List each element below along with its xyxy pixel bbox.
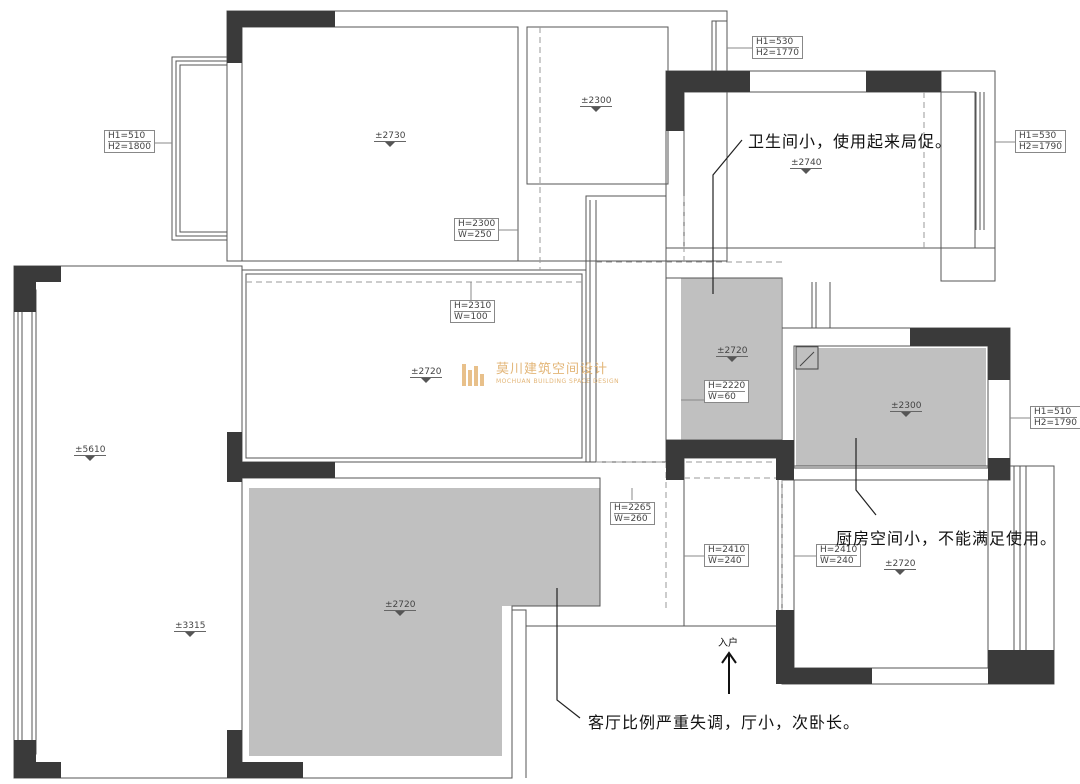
leader-lines [556,139,877,719]
watermark-logo [462,364,484,386]
wall-lines [13,10,1055,779]
elevation-living: ±2720 [384,600,417,616]
kitchen-highlight [796,348,986,466]
highlighted-areas [249,278,986,756]
elevation-bathroom: ±2720 [716,346,749,362]
elevation-middle-room: ±2720 [410,367,443,383]
elevation-room-small-top: ±2300 [580,96,613,112]
note-bathroom: 卫生间小，使用起来局促。 [748,132,953,151]
watermark: 莫川建筑空间设计 MOCHUAN BUILDING SPACE DESIGN [460,362,619,386]
dashed-lines [246,27,925,612]
watermark-sub: MOCHUAN BUILDING SPACE DESIGN [496,378,620,385]
tag-leaders [152,47,1030,557]
entry-label: 入户 [718,638,738,649]
kitchen-fixture [795,346,819,370]
elevation-left-long-lower: ±3315 [174,621,207,637]
note-kitchen: 厨房空间小，不能满足使用。 [836,529,1058,548]
note-living: 客厅比例严重失调，厅小，次卧长。 [588,713,861,732]
elevation-room-right-top: ±2740 [790,158,823,174]
wall-blocks [14,11,1054,778]
elevation-right-bottom: ±2720 [884,559,917,575]
entry-arrow [721,651,737,694]
elevation-left-long-upper: ±5610 [74,445,107,461]
living-room-highlight [249,488,600,756]
watermark-main: 莫川建筑空间设计 [496,362,609,377]
elevation-kitchen: ±2300 [890,401,923,417]
elevation-bedroom-top: ±2730 [374,131,407,147]
